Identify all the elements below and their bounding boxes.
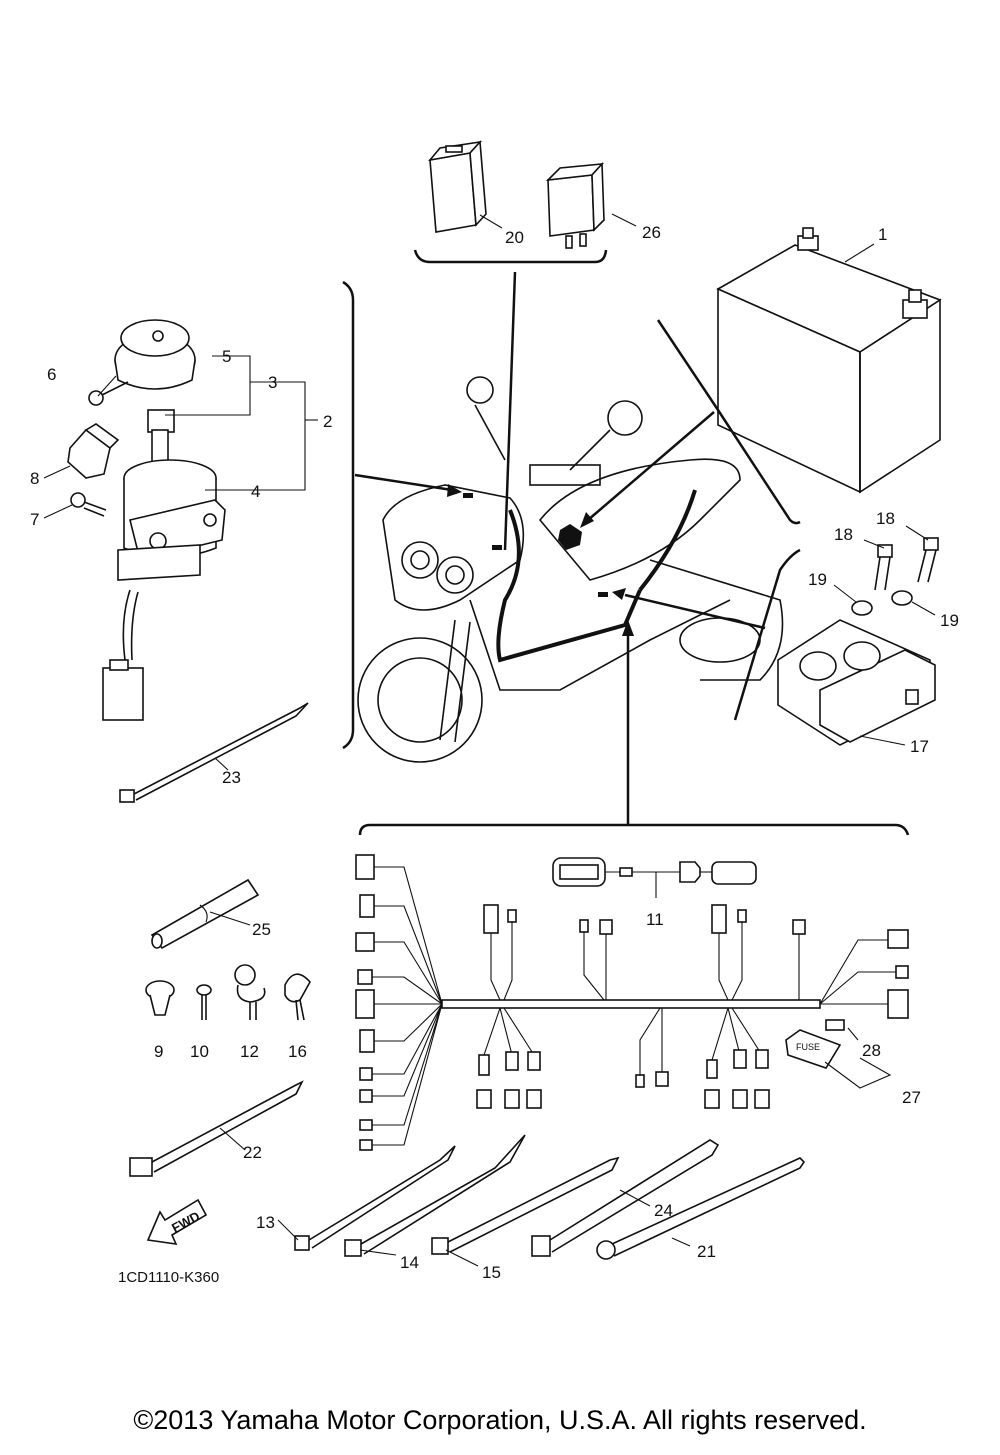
main-switch-assembly <box>102 319 226 721</box>
callout-22: 22 <box>243 1143 262 1162</box>
fuse-label: FUSE <box>796 1042 820 1052</box>
scooter-arrows <box>354 411 766 825</box>
leaders-lower <box>277 1189 691 1267</box>
relay-unit-20 <box>427 140 487 233</box>
callout-16: 16 <box>288 1042 307 1061</box>
callout-26: 26 <box>642 223 661 242</box>
leader-19b <box>911 601 936 616</box>
callout-7: 7 <box>30 510 39 529</box>
callout-8: 8 <box>30 469 39 488</box>
callout-18b: 18 <box>876 509 895 528</box>
washer-19-left <box>851 600 873 616</box>
fwd-arrow: FWD <box>146 1198 208 1245</box>
sub-harness-11 <box>552 857 757 898</box>
battery <box>716 227 942 494</box>
leader-5 <box>165 355 251 416</box>
fwd-label: FWD <box>169 1208 202 1235</box>
clamp-12 <box>234 964 266 1020</box>
callout-25: 25 <box>252 920 271 939</box>
leader-20-26 <box>503 271 517 551</box>
battery-bracket <box>656 319 801 525</box>
callout-5: 5 <box>222 347 231 366</box>
leader-19a <box>833 584 857 603</box>
bolt-18-left <box>874 544 893 591</box>
parts-diagram: FUSE <box>30 140 959 1286</box>
clamp-16 <box>284 973 311 1021</box>
leader-8 <box>43 465 71 479</box>
cable-tie-23 <box>119 702 309 803</box>
washer-19-right <box>891 590 913 606</box>
callout-6: 6 <box>47 365 56 384</box>
cable-tie-22 <box>129 1080 304 1177</box>
copyright-notice: ©2013 Yamaha Motor Corporation, U.S.A. A… <box>133 1405 867 1435</box>
callout-15: 15 <box>482 1263 501 1282</box>
leader-18b <box>905 525 929 541</box>
bolt-18-right <box>917 537 939 583</box>
callout-28: 28 <box>862 1041 881 1060</box>
leader-6 <box>97 375 117 397</box>
callout-18a: 18 <box>834 525 853 544</box>
callout-12: 12 <box>240 1042 259 1061</box>
leader-18a <box>863 539 885 549</box>
tube-25 <box>150 878 260 950</box>
clip-9 <box>145 980 175 1016</box>
leader-7 <box>43 504 73 519</box>
callout-27: 27 <box>902 1088 921 1107</box>
callout-23: 23 <box>222 768 241 787</box>
diagram-code: 1CD1110-K360 <box>118 1269 219 1286</box>
callout-24: 24 <box>654 1201 673 1220</box>
screw-10 <box>196 984 212 1020</box>
cable-tie-15 <box>431 1156 620 1255</box>
callout-11: 11 <box>646 910 664 929</box>
callout-10: 10 <box>190 1042 209 1061</box>
callout-21: 21 <box>697 1242 716 1261</box>
bracket-20-26 <box>413 249 608 264</box>
screw-6 <box>88 381 129 406</box>
fusebox-bracket <box>733 548 801 721</box>
leader-17 <box>859 735 906 746</box>
fuse-box <box>777 619 936 746</box>
left-bracket <box>342 280 355 750</box>
bolt-7 <box>70 492 107 517</box>
callout-1: 1 <box>878 225 887 244</box>
cable-tie-13 <box>294 1145 456 1251</box>
callouts: 1 2 3 4 5 6 7 8 9 10 11 12 13 14 15 16 1… <box>30 213 959 1282</box>
cable-tie-14 <box>344 1134 526 1257</box>
callout-3: 3 <box>268 373 277 392</box>
callout-2: 2 <box>323 412 332 431</box>
callout-17: 17 <box>910 737 929 756</box>
bracket-8 <box>67 423 120 479</box>
harness-bracket <box>358 823 910 836</box>
callout-19b: 19 <box>940 611 959 630</box>
callout-14: 14 <box>400 1253 419 1272</box>
callout-9: 9 <box>154 1042 163 1061</box>
leader-3-4 <box>205 381 306 491</box>
wire-harness: FUSE <box>355 854 909 1151</box>
callout-4: 4 <box>251 482 260 501</box>
callout-13: 13 <box>256 1213 275 1232</box>
callout-20: 20 <box>505 228 524 247</box>
callout-19a: 19 <box>808 570 827 589</box>
scooter <box>357 376 784 763</box>
relay-unit-26 <box>545 162 605 249</box>
cable-tie-24 <box>531 1139 720 1257</box>
clip-21 <box>596 1157 806 1260</box>
